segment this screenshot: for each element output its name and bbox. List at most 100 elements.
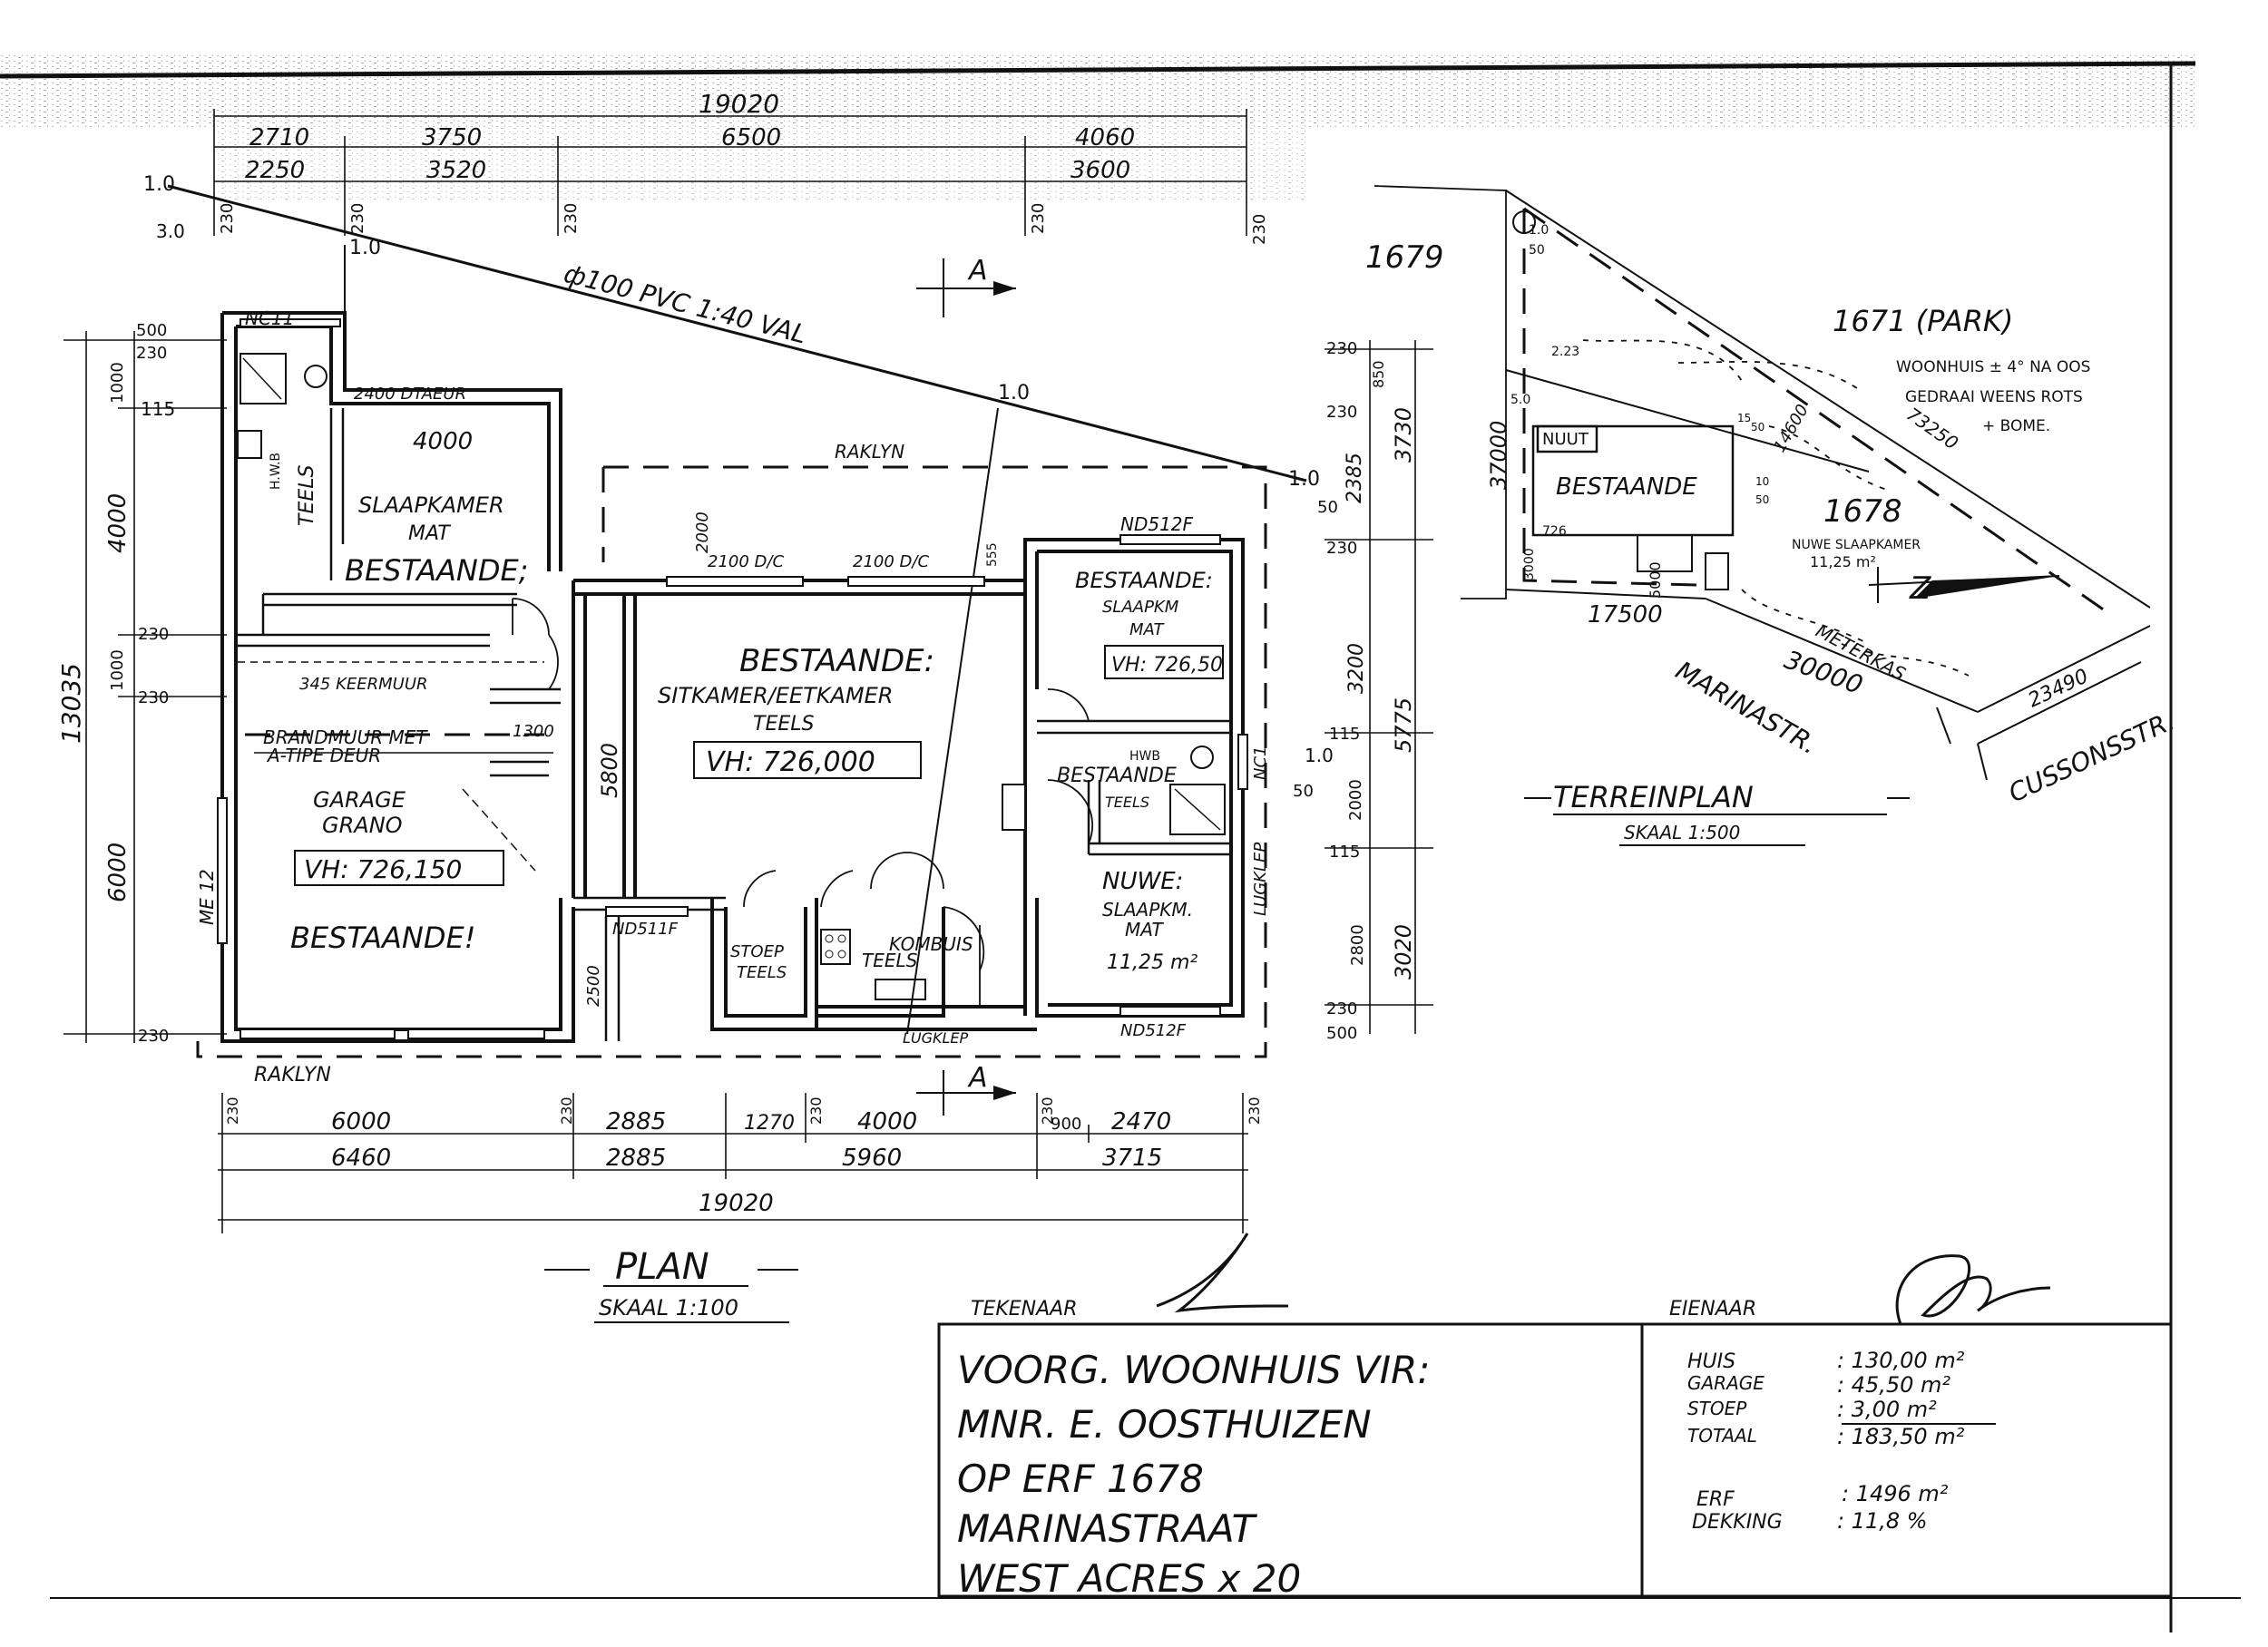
- label-bed1-status: BESTAANDE;: [345, 553, 528, 588]
- owner-label: EIENAAR: [1669, 1298, 1756, 1321]
- right-dim: 230: [1326, 339, 1357, 358]
- left-dim: 230: [138, 688, 169, 707]
- right-dimensions: 230 850 230 2385 230 3200 115 2000 115 2…: [1325, 339, 1433, 1043]
- site-existing-building: [1531, 424, 1735, 537]
- label-door-top: 2400 DTAEUR: [354, 385, 466, 404]
- basin-fixture: [237, 430, 262, 459]
- area-value: : 183,50 m²: [1837, 1424, 1965, 1449]
- bath-fixture: [240, 353, 287, 404]
- room-labels: NC11 2400 DTAEUR 4000 SLAAPKAMER MAT BES…: [196, 307, 1270, 1087]
- label-stoep-1: STOEP: [730, 942, 784, 961]
- right-dim: 2385: [1344, 453, 1366, 503]
- area-label: GARAGE: [1687, 1372, 1765, 1394]
- pipe-level: 1.0: [143, 173, 175, 196]
- site-dim: 50: [1751, 421, 1765, 434]
- fixtures: [237, 353, 1226, 1000]
- label-kombuis-2: TEELS: [862, 950, 918, 971]
- pipe-level: 1.0: [1305, 745, 1334, 766]
- plan-title: PLAN: [615, 1246, 709, 1288]
- label-me12: ME 12: [196, 869, 218, 925]
- label-bath2-hwb: HWB: [1129, 749, 1160, 764]
- area-label: TOTAAL: [1687, 1425, 1757, 1447]
- door-swings: [512, 598, 1094, 1007]
- label-lugklep-side: LUGKLEP: [1251, 843, 1270, 916]
- wall-mark: 230: [562, 203, 581, 234]
- label-living-1: SITKAMER/EETKAMER: [658, 683, 893, 708]
- label-door-1300: 1300: [513, 722, 554, 741]
- plan-scale: SKAAL 1:100: [599, 1295, 738, 1321]
- label-raklyn-bottom: RAKLYN: [254, 1064, 331, 1087]
- left-dim: 230: [138, 1027, 169, 1046]
- site-erf-1678: 1678: [1823, 493, 1902, 530]
- top-dim: 4060: [1075, 124, 1135, 151]
- scan-noise-band-2: [218, 127, 1306, 200]
- pipe-level: 1.0: [349, 237, 381, 259]
- bottom-dim: 2885: [606, 1108, 666, 1135]
- label-lugklep-bottom: LUGKLEP: [903, 1029, 969, 1047]
- site-dim: 5000: [1647, 561, 1664, 599]
- site-title: TERREINPLAN: [1553, 780, 1754, 814]
- title-line: OP ERF 1678: [957, 1457, 1204, 1501]
- left-dim: 230: [138, 625, 169, 644]
- pipe-level: 1.0: [1288, 468, 1320, 491]
- left-dim: 1000: [108, 362, 127, 404]
- label-garage-2: GRANO: [322, 813, 403, 838]
- site-dim: 14600: [1770, 401, 1813, 455]
- left-dim: 6000: [104, 843, 132, 902]
- area-label: STOEP: [1687, 1398, 1747, 1419]
- site-dim: 2.23: [1551, 345, 1579, 359]
- top-dim: 3520: [426, 157, 486, 184]
- site-new-room-1: NUWE SLAAPKAMER: [1792, 538, 1921, 552]
- left-dim: 4000: [104, 493, 132, 553]
- site-nuut: NUUT: [1542, 430, 1589, 449]
- label-living-5800: 5800: [597, 743, 622, 798]
- pipe-label: ф100 PVC 1:40 VAL: [561, 258, 809, 350]
- top-dim: 3750: [422, 124, 482, 151]
- site-dim: 50: [1529, 243, 1545, 258]
- windows: [217, 318, 1248, 1039]
- toilet-fixture: [304, 365, 327, 388]
- title-block: TEKENAAR EIENAAR VOORG. WOONHUIS VIR: MN…: [937, 1233, 2173, 1601]
- bottom-dim: 1270: [744, 1112, 795, 1135]
- label-nc11: NC11: [245, 307, 294, 329]
- site-scale: SKAAL 1:500: [1624, 822, 1740, 843]
- right-dim: 3200: [1345, 643, 1368, 694]
- label-bed1-floor: MAT: [408, 522, 451, 545]
- site-new-room-2: 11,25 m²: [1810, 553, 1876, 570]
- pipe-level: 50: [1293, 782, 1314, 801]
- top-dimensions: 19020 2710 3750 6500 4060 2250 3520 3600…: [213, 89, 1269, 245]
- right-dim: 2800: [1348, 924, 1367, 966]
- site-dim: 37000: [1486, 421, 1511, 490]
- label-bed3-floor: MAT: [1125, 919, 1164, 940]
- pipe-level: 50: [1317, 498, 1338, 517]
- north-mark: Z: [1909, 570, 1931, 607]
- label-bed2-status: BESTAANDE:: [1075, 568, 1213, 593]
- right-total: 5775: [1391, 697, 1416, 753]
- label-bath2-status: BESTAANDE: [1057, 765, 1177, 787]
- bottom-dim: 230: [224, 1096, 241, 1125]
- owner-signature: [1895, 1254, 2051, 1325]
- label-stoep-2500: 2500: [584, 965, 603, 1007]
- site-note-2: GEDRAAI WEENS ROTS: [1905, 388, 2083, 406]
- bath2-fixture: [1169, 784, 1226, 835]
- bottom-dim: 230: [1246, 1096, 1263, 1125]
- label-bath2-tiles: TEELS: [1105, 794, 1149, 811]
- site-dim: 17500: [1588, 601, 1663, 629]
- site-bestaande: BESTAANDE: [1556, 473, 1697, 501]
- area-value: : 3,00 m²: [1837, 1397, 1937, 1422]
- site-note-3: + BOME.: [1982, 417, 2050, 435]
- bottom-dim: 230: [807, 1096, 825, 1125]
- label-nc1: NC1: [1251, 746, 1270, 781]
- bottom-dim: 2885: [606, 1145, 666, 1172]
- sheet-top-edge: [0, 61, 2196, 79]
- label-bed1-name: SLAAPKAMER: [358, 492, 504, 518]
- label-hwb: H.W.B: [269, 453, 283, 490]
- bottom-dim: 230: [1039, 1096, 1056, 1125]
- section-marker-top: A: [916, 255, 1016, 317]
- right-dim: 115: [1329, 725, 1360, 744]
- plan-title-block: PLAN SKAAL 1:100: [544, 1246, 798, 1323]
- site-plan: Z 1679 1671 (PARK) WOONHUIS ± 4° NA OOS …: [1365, 185, 2179, 846]
- wall-mark: 230: [218, 203, 237, 234]
- top-dim: 3600: [1070, 157, 1130, 184]
- site-dim: 10: [1755, 475, 1769, 488]
